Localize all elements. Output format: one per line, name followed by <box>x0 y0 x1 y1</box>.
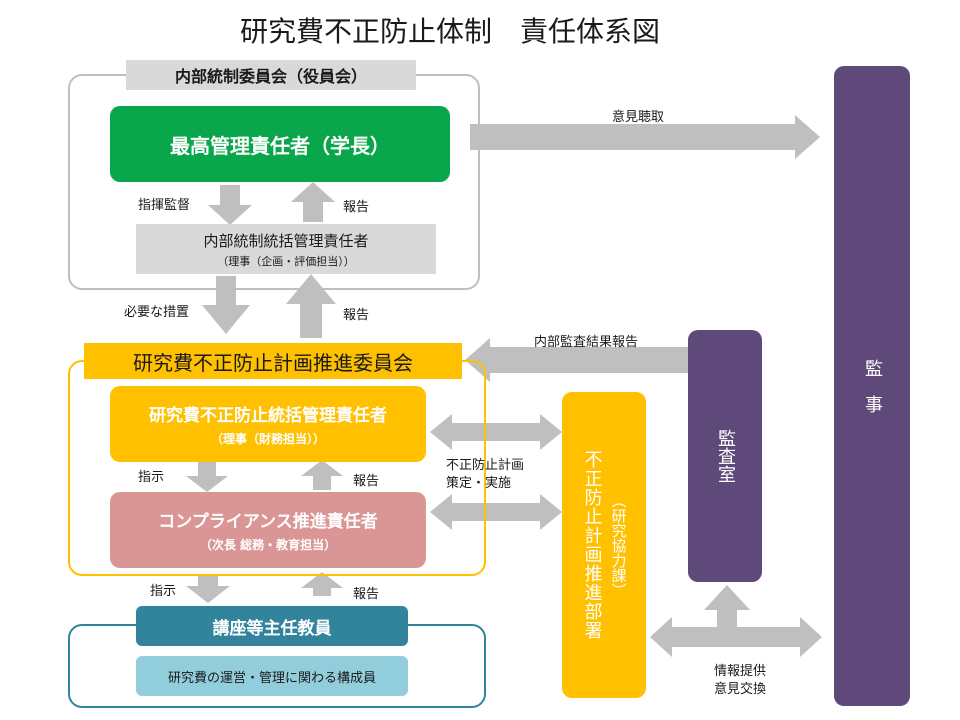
audit-office-label: 監査室 <box>715 429 736 483</box>
label-report-4: 報告 <box>353 587 380 602</box>
page-title: 研究費不正防止体制 責任体系図 <box>239 15 660 48</box>
arrow-instruct-down-1 <box>186 462 228 492</box>
label-internal-audit-report: 内部監査結果報告 <box>534 335 639 350</box>
arrow-report-up-3 <box>301 460 343 490</box>
chair-faculty-box[interactable]: 講座等主任教員 <box>136 606 408 646</box>
arrow-internal-audit-report <box>465 338 690 382</box>
label-direction: 指揮監督 <box>138 198 191 213</box>
label-plan-2: 策定・実施 <box>446 476 512 491</box>
auditor-label: 監 事 <box>862 359 883 413</box>
arrow-opinion-hearing <box>470 115 820 159</box>
auditor-box[interactable]: 監 事 <box>834 66 910 706</box>
compliance-manager-sub: （次長 総務・教育担当） <box>199 538 337 552</box>
arrow-double-plan-1 <box>430 414 562 450</box>
arrow-double-plan-2 <box>430 494 562 530</box>
label-opinion-hearing: 意見聴取 <box>612 110 665 125</box>
label-opinion-exchange: 意見交換 <box>714 682 767 697</box>
integrated-manager-sub: （理事（財務担当）） <box>210 432 325 446</box>
internal-committee-label: 内部統制委員会（役員会） <box>126 60 416 90</box>
arrow-measures-down <box>202 276 250 334</box>
audit-office-box[interactable]: 監査室 <box>688 330 762 582</box>
label-instruct-2: 指示 <box>150 584 177 599</box>
label-necessary-measures: 必要な措置 <box>124 305 190 320</box>
plan-dept-box[interactable]: 不正防止計画推進部署 （研究協力課） <box>562 392 646 698</box>
promotion-committee-label: 研究費不正防止計画推進委員会 <box>84 343 462 379</box>
label-report-3: 報告 <box>353 474 380 489</box>
label-report-1: 報告 <box>343 200 370 215</box>
plan-dept-sub: （研究協力課） <box>609 492 628 598</box>
arrow-instruct-down-2 <box>186 574 230 603</box>
compliance-manager-box[interactable]: コンプライアンス推進責任者 （次長 総務・教育担当） <box>110 492 426 568</box>
arrow-report-up-4 <box>301 572 343 596</box>
top-manager-box[interactable]: 最高管理責任者（学長） <box>110 106 450 182</box>
plan-dept-label: 不正防止計画推進部署 <box>581 450 603 640</box>
general-manager-sub: （理事（企画・評価担当）） <box>217 254 355 268</box>
integrated-manager-box[interactable]: 研究費不正防止統括管理責任者 （理事（財務担当）） <box>110 386 426 462</box>
label-info-provide: 情報提供 <box>714 664 767 679</box>
arrow-report-up-1 <box>291 182 335 222</box>
arrow-up-audit-office <box>704 585 750 630</box>
arrow-direction-down <box>208 185 252 225</box>
arrow-report-up-2 <box>286 274 336 338</box>
compliance-manager-label: コンプライアンス推進責任者 <box>158 512 378 532</box>
arrow-double-info <box>650 617 822 657</box>
integrated-manager-label: 研究費不正防止統括管理責任者 <box>149 406 387 426</box>
general-manager-box[interactable]: 内部統制統括管理責任者 （理事（企画・評価担当）） <box>136 224 436 274</box>
label-report-2: 報告 <box>343 308 370 323</box>
label-plan-1: 不正防止計画 <box>446 458 525 473</box>
label-instruct-1: 指示 <box>138 470 165 485</box>
members-box[interactable]: 研究費の運営・管理に関わる構成員 <box>136 656 408 696</box>
general-manager-label: 内部統制統括管理責任者 <box>203 231 369 250</box>
